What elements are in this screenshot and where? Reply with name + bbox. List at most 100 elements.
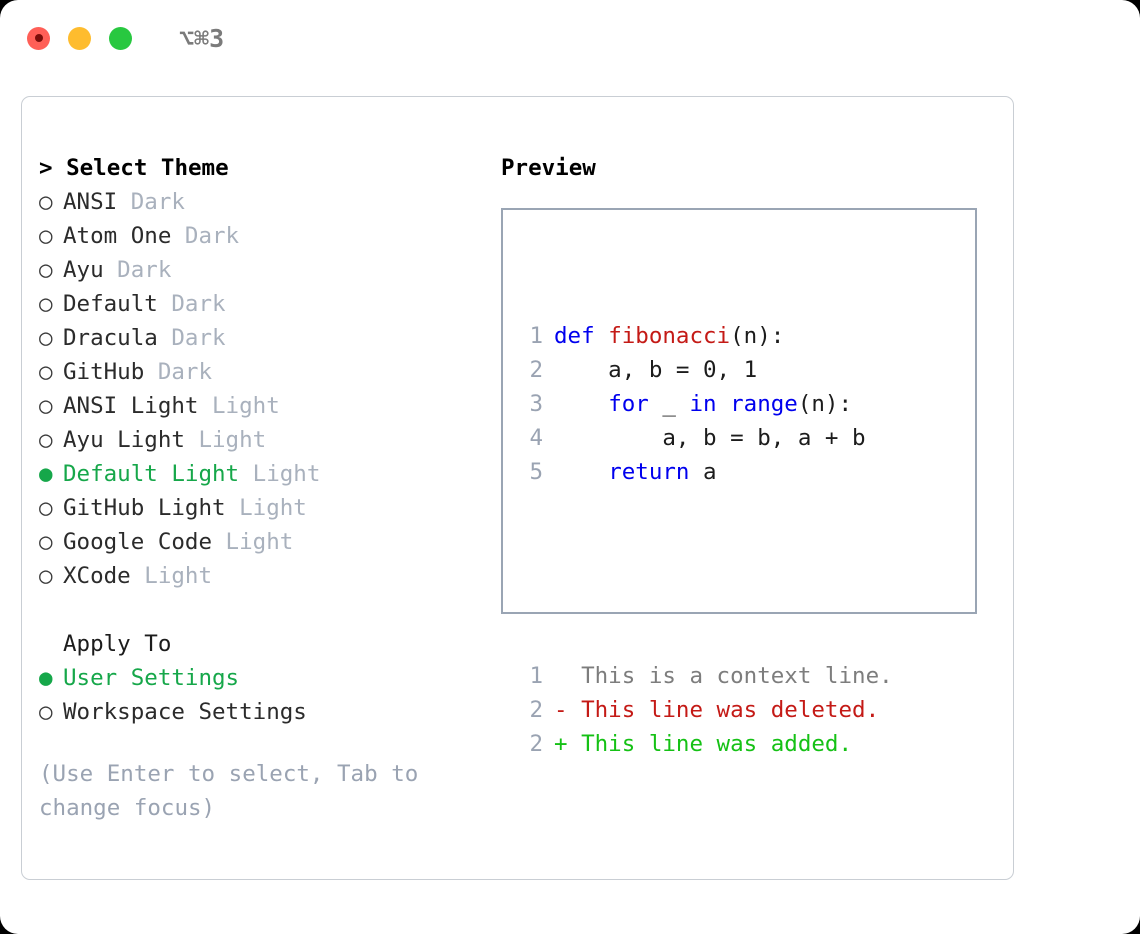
apply-to-option-label: Workspace Settings: [63, 699, 307, 725]
minimize-button-icon[interactable]: [68, 26, 91, 50]
theme-item-category: Light: [239, 461, 321, 487]
radio-unselected-icon[interactable]: ○: [39, 291, 53, 317]
theme-list-item[interactable]: ○Ayu Light Light: [39, 423, 489, 457]
diff-marker: -: [554, 697, 582, 723]
diff-marker: [554, 663, 581, 689]
theme-item-label: ANSI Light: [63, 393, 199, 419]
theme-item-category: Dark: [117, 189, 185, 215]
radio-unselected-icon[interactable]: ○: [39, 325, 53, 351]
code-line: 4 a, b = b, a + b: [515, 421, 893, 455]
theme-item-label: ANSI: [63, 189, 118, 215]
diff-text: This is a context line.: [581, 663, 893, 689]
theme-list-item[interactable]: ● Default Light Light: [39, 457, 489, 491]
code-line-number: 4: [529, 425, 543, 451]
code-token: return: [608, 459, 704, 485]
radio-unselected-icon[interactable]: ○: [39, 529, 53, 555]
apply-to-option[interactable]: ● User Settings: [39, 661, 489, 695]
select-theme-header: > Select Theme: [39, 155, 229, 181]
theme-list-item[interactable]: ○GitHub Dark: [39, 355, 489, 389]
theme-list-item[interactable]: ○XCode Light: [39, 559, 489, 593]
code-token: in: [689, 391, 731, 417]
radio-unselected-icon[interactable]: ○: [39, 427, 53, 453]
theme-list-item[interactable]: ○ Default Dark: [39, 287, 489, 321]
theme-item-label: Default: [63, 291, 158, 317]
code-line: 5 return a: [515, 455, 893, 489]
diff-sample: 1 This is a context line. 2- This line wa…: [515, 659, 893, 761]
theme-list-column: > Select Theme ○ANSI Dark○Atom One Dark○…: [39, 151, 489, 825]
maximize-button-icon[interactable]: [109, 26, 132, 50]
radio-unselected-icon[interactable]: ○: [39, 563, 53, 589]
traffic-lights: [27, 26, 132, 50]
radio-unselected-icon[interactable]: ○: [39, 393, 53, 419]
theme-list-item[interactable]: ○ Google Code Light: [39, 525, 489, 559]
theme-list-item[interactable]: ○ ANSI Dark: [39, 185, 489, 219]
radio-unselected-icon[interactable]: ○: [39, 495, 53, 521]
close-button-icon[interactable]: [27, 26, 50, 50]
code-line: 3 for _ in range(n):: [515, 387, 893, 421]
theme-item-category: Light: [184, 427, 267, 453]
code-token: (n):: [730, 323, 785, 349]
theme-item-category: Dark: [144, 359, 213, 385]
code-token: a: [703, 459, 717, 485]
theme-list-item[interactable]: ○ ANSI Light Light: [39, 389, 489, 423]
diff-text: This line was added.: [581, 731, 853, 757]
theme-list-item[interactable]: ○Ayu Dark: [39, 253, 489, 287]
theme-list-item[interactable]: ○ GitHub Light Light: [39, 491, 489, 525]
code-token: def: [554, 323, 609, 349]
titlebar: ⌥⌘3: [0, 0, 1140, 76]
code-token: [554, 391, 608, 417]
theme-list-item[interactable]: ○ Atom One Dark: [39, 219, 489, 253]
code-token: range: [730, 391, 798, 417]
code-token: a, b = 0, 1: [554, 357, 758, 383]
apply-to-option-label: User Settings: [63, 665, 240, 691]
theme-selector-panel: > Select Theme ○ANSI Dark○Atom One Dark○…: [21, 96, 1014, 880]
theme-item-label: XCode: [63, 563, 131, 589]
theme-item-label: Atom One: [63, 223, 172, 249]
apply-to-option[interactable]: ○ Workspace Settings: [39, 695, 489, 729]
apply-to-options: ● User Settings ○ Workspace Settings: [39, 661, 489, 729]
theme-item-category: Dark: [103, 257, 172, 283]
theme-item-label: Default Light: [63, 461, 240, 487]
code-token: [554, 459, 608, 485]
keyboard-shortcut-label: ⌥⌘3: [179, 23, 225, 53]
theme-item-category: Light: [198, 393, 280, 419]
code-line-number: 5: [529, 459, 543, 485]
theme-item-category: Dark: [157, 325, 226, 351]
radio-selected-icon[interactable]: ●: [39, 665, 53, 691]
radio-unselected-icon[interactable]: ○: [39, 189, 53, 215]
radio-unselected-icon[interactable]: ○: [39, 257, 53, 283]
radio-unselected-icon[interactable]: ○: [39, 223, 53, 249]
theme-item-category: Light: [212, 529, 294, 555]
list-spacer: [39, 593, 489, 627]
diff-line-number: 1: [529, 663, 543, 689]
theme-list: ○ANSI Dark○Atom One Dark○Ayu Dark○Defaul…: [39, 185, 489, 593]
preview-title: Preview: [501, 155, 596, 181]
theme-item-label: Google Code: [63, 529, 213, 555]
diff-line-number: 2: [529, 697, 543, 723]
code-line: 2 a, b = 0, 1: [515, 353, 893, 387]
theme-item-category: Light: [225, 495, 307, 521]
code-line-number: 3: [529, 391, 543, 417]
theme-item-category: Dark: [171, 223, 240, 249]
diff-text: This line was deleted.: [581, 697, 880, 723]
diff-line-number: 2: [529, 731, 543, 757]
theme-list-item[interactable]: ○Dracula Dark: [39, 321, 489, 355]
radio-unselected-icon[interactable]: ○: [39, 359, 53, 385]
theme-item-category: Dark: [157, 291, 226, 317]
code-token: fibonacci: [608, 323, 731, 349]
radio-unselected-icon[interactable]: ○: [39, 699, 53, 725]
code-diff-separator: [515, 557, 893, 591]
code-token: for: [608, 391, 663, 417]
keyboard-hint-text: (Use Enter to select, Tab to change focu…: [39, 761, 432, 821]
code-line-number: 2: [529, 357, 543, 383]
code-line-number: 1: [529, 323, 543, 349]
theme-item-label: GitHub Light: [63, 495, 226, 521]
radio-selected-icon[interactable]: ●: [39, 461, 53, 487]
apply-to-header: Apply To: [63, 631, 172, 657]
code-token: a, b = b, a + b: [554, 425, 866, 451]
diff-marker: +: [554, 731, 582, 757]
